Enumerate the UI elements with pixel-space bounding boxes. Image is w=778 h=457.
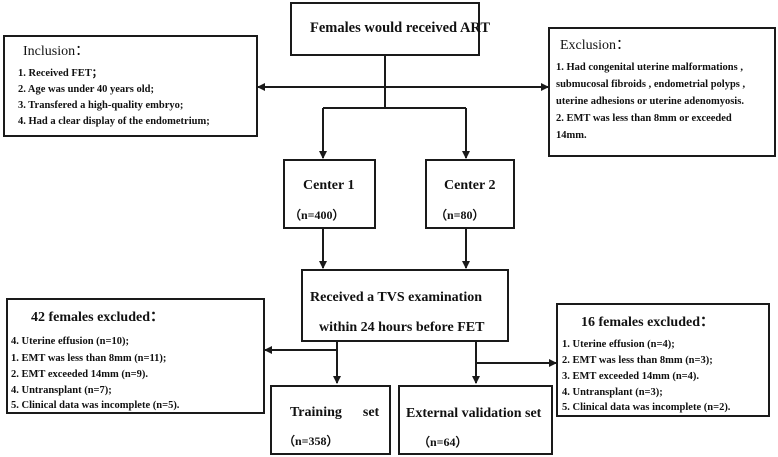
external-validation-title: External validation set [406, 406, 542, 421]
center1-box: Center 1 （n=400） [283, 159, 376, 229]
exclusion-line: 2. EMT was less than 8mm or exceeded [556, 113, 732, 124]
excluded-right-box: 16 females excluded： 1. Uterine effusion… [556, 303, 770, 417]
excluded-left-box: 42 females excluded： 4. Uterine effusion… [6, 298, 265, 414]
external-validation-count: （n=64） [418, 435, 468, 449]
inclusion-item: 1. Received FET； [18, 68, 103, 79]
center1-title: Center 1 [303, 178, 355, 193]
exclusion-line: submucosal fibroids , endometrial polyps… [556, 79, 746, 90]
training-set-box: Training set （n=358） [270, 385, 391, 455]
inclusion-item: 2. Age was under 40 years old; [18, 84, 155, 95]
center1-count: （n=400） [289, 208, 345, 222]
inclusion-item: 4. Had a clear display of the endometriu… [18, 116, 210, 127]
excluded-right-item: 1. Uterine effusion (n=4); [562, 339, 675, 350]
excluded-left-item: 4. Untransplant (n=7); [11, 385, 112, 396]
center2-count: （n=80） [435, 208, 485, 222]
tvs-line1: Received a TVS examination [310, 290, 483, 305]
training-set-count: （n=358） [283, 434, 339, 448]
excluded-left-item: 5. Clinical data was incomplete (n=5). [11, 400, 180, 411]
exclusion-title: Exclusion： [560, 38, 630, 53]
center2-box: Center 2 （n=80） [425, 159, 515, 229]
excluded-left-item: 1. EMT was less than 8mm (n=11); [11, 353, 167, 364]
excluded-left-item: 4. Uterine effusion (n=10); [11, 336, 129, 347]
exclusion-box: Exclusion： 1. Had congenital uterine mal… [548, 27, 776, 157]
exclusion-line: 14mm. [556, 130, 587, 141]
excluded-left-title: 42 females excluded： [31, 310, 164, 325]
excluded-right-item: 4. Untransplant (n=3); [562, 387, 663, 398]
top-title: Females would received ART [310, 20, 491, 36]
external-validation-box: External validation set （n=64） [398, 385, 553, 455]
exclusion-line: 1. Had congenital uterine malformations … [556, 62, 743, 73]
inclusion-box: Inclusion： 1. Received FET； 2. Age was u… [3, 35, 258, 137]
tvs-line2: within 24 hours before FET [319, 320, 485, 335]
top-box: Females would received ART [290, 2, 490, 56]
excluded-right-item: 3. EMT exceeded 14mm (n=4). [562, 371, 700, 382]
excluded-right-item: 2. EMT was less than 8mm (n=3); [562, 355, 713, 366]
excluded-left-item: 2. EMT exceeded 14mm (n=9). [11, 369, 149, 380]
inclusion-title: Inclusion： [23, 44, 90, 59]
excluded-right-item: 5. Clinical data was incomplete (n=2). [562, 402, 731, 413]
tvs-box: Received a TVS examination within 24 hou… [301, 269, 509, 342]
inclusion-item: 3. Transfered a high-quality embryo; [18, 100, 184, 111]
center2-title: Center 2 [444, 178, 496, 193]
excluded-right-title: 16 females excluded： [581, 315, 714, 330]
training-set-title: Training set [290, 405, 380, 420]
exclusion-line: uterine adhesions or uterine adenomyosis… [556, 96, 744, 107]
